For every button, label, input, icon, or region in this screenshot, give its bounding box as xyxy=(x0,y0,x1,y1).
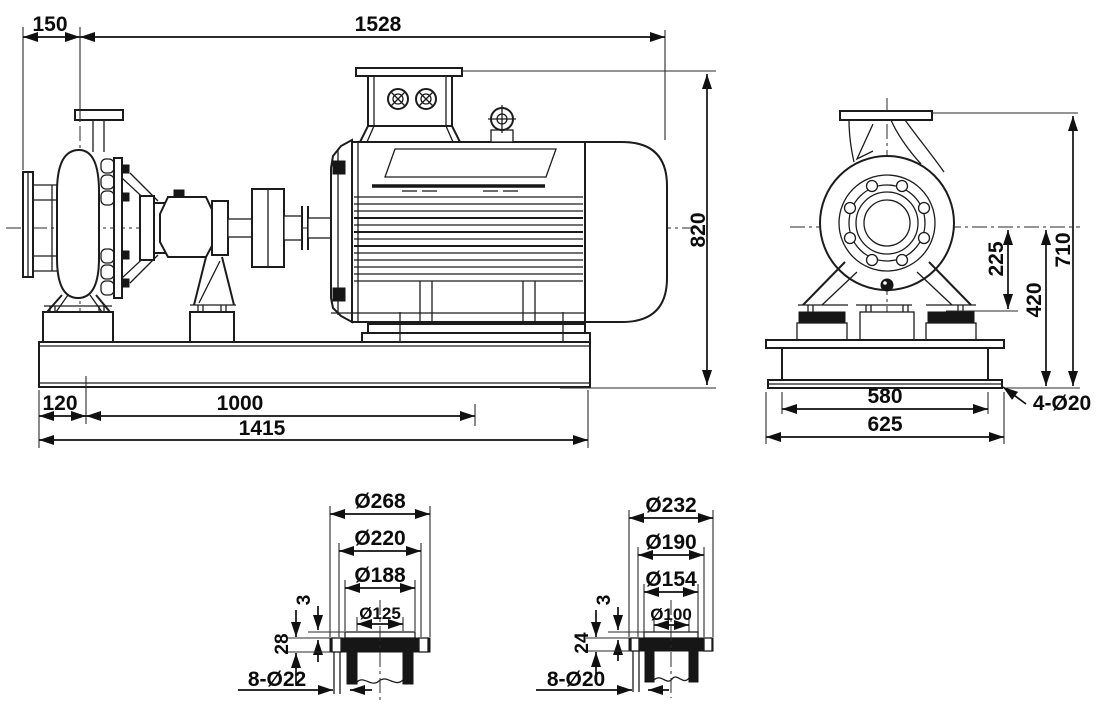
volute-outline xyxy=(819,155,955,291)
dim-label-thickness-24: 24 xyxy=(572,632,593,654)
casing-backplate xyxy=(113,157,123,299)
dim-1000: 1000 xyxy=(86,392,476,426)
foot-pad-right xyxy=(927,311,975,324)
dim-label-rf-height-3: 3 xyxy=(594,595,615,606)
motor-nameplate xyxy=(384,148,557,178)
dim-label-120: 120 xyxy=(42,392,77,415)
dim-820: 820 xyxy=(462,70,716,389)
dim-label-580: 580 xyxy=(867,385,902,408)
motor-foot-plate xyxy=(361,332,591,343)
pump-casing xyxy=(56,148,100,300)
dim-label-rf-height-3: 3 xyxy=(294,595,315,606)
lifting-eye-icon xyxy=(488,105,516,143)
baseplate-end-view xyxy=(765,339,1005,389)
dim-label-thickness-28: 28 xyxy=(272,633,293,654)
dim-label-820: 820 xyxy=(687,212,710,247)
dim-label-od268: Ø268 xyxy=(354,490,406,513)
suction-flange-detail: Ø268 Ø220 Ø188 Ø125 3 28 8-Ø22 xyxy=(238,490,431,700)
motor-cooling-fins xyxy=(354,196,583,282)
dim-1415: 1415 xyxy=(39,390,589,448)
pipe-wall xyxy=(402,651,414,685)
dim-label-420: 420 xyxy=(1023,282,1046,317)
discharge-flange xyxy=(74,109,124,121)
dim-label-225: 225 xyxy=(985,241,1008,276)
dim-label-holes-8d22: 8-Ø22 xyxy=(248,668,306,691)
cable-gland-icon xyxy=(415,88,437,110)
dim-label-holes-8d20: 8-Ø20 xyxy=(547,668,605,691)
bearing-support-stand xyxy=(189,256,236,343)
pipe-wall xyxy=(644,650,655,683)
dim-label-rf154: Ø154 xyxy=(645,568,697,591)
baseplate-side-view xyxy=(38,341,591,388)
dim-580: 580 xyxy=(781,385,989,414)
foot-pad-left xyxy=(798,311,846,324)
center-support-block xyxy=(859,311,915,341)
dim-label-bcd220: Ø220 xyxy=(354,527,405,550)
drain-plug-icon xyxy=(880,278,894,292)
pump-end-view xyxy=(765,98,1080,398)
dim-anchor-holes: 4-Ø20 xyxy=(1002,386,1091,415)
pump-foot xyxy=(42,294,114,343)
coupling xyxy=(251,188,332,268)
discharge-flange-detail: Ø232 Ø190 Ø154 Ø100 3 24 8-Ø20 xyxy=(536,494,714,698)
pipe-wall xyxy=(346,651,358,685)
dim-label-1528: 1528 xyxy=(355,13,402,36)
discharge-flange-end-view xyxy=(839,110,933,121)
dim-150: 150 xyxy=(22,13,81,170)
dim-label-rf188: Ø188 xyxy=(354,564,406,587)
casing-cover-bolts xyxy=(100,158,115,296)
dim-420: 420 xyxy=(1023,230,1051,386)
pump-side-view xyxy=(6,109,700,343)
dim-225: 225 xyxy=(946,230,1018,312)
dim-label-bcd190: Ø190 xyxy=(645,531,696,554)
cable-gland-icon xyxy=(387,88,409,110)
dim-label-1415: 1415 xyxy=(239,417,286,440)
dim-1528: 1528 xyxy=(80,13,666,140)
dim-label-150: 150 xyxy=(32,13,67,36)
dim-label-1000: 1000 xyxy=(217,392,264,415)
pipe-wall xyxy=(688,650,699,683)
motor-side-view xyxy=(330,67,668,346)
dim-label-od232: Ø232 xyxy=(645,494,696,517)
bearing-frame xyxy=(139,189,253,261)
dim-710: 710 xyxy=(932,112,1080,389)
terminal-box xyxy=(355,67,463,143)
dim-label-710: 710 xyxy=(1052,232,1075,267)
suction-flange-bolts xyxy=(843,179,931,267)
dim-label-4xd20: 4-Ø20 xyxy=(1033,392,1091,415)
dim-label-625: 625 xyxy=(867,413,902,436)
dim-625: 625 xyxy=(765,392,1005,444)
motor-end-cap xyxy=(584,141,668,323)
